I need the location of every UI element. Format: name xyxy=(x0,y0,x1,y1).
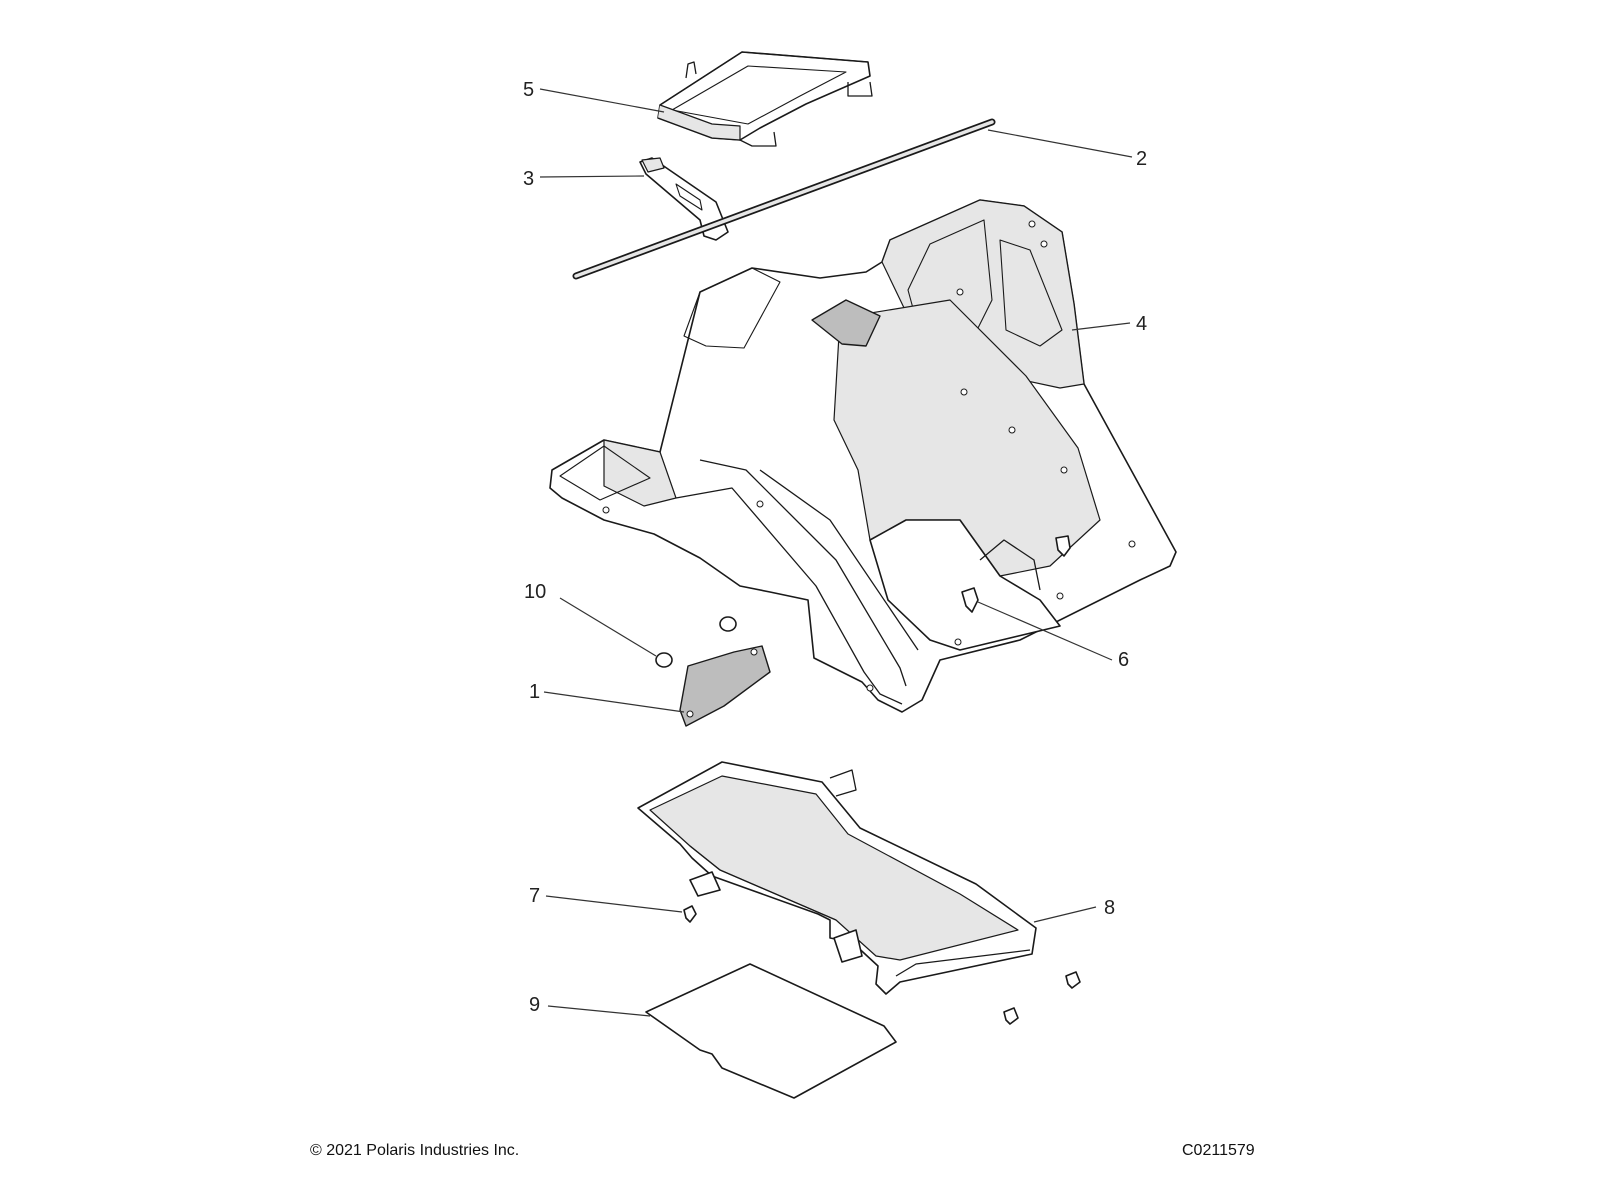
callout-label: 9 xyxy=(529,994,540,1016)
copyright-text: © 2021 Polaris Industries Inc. xyxy=(310,1142,520,1159)
floor-pad xyxy=(645,963,897,1099)
trim-strip xyxy=(572,118,996,280)
drawing-number: C0211579 xyxy=(1182,1142,1255,1159)
heat-shield-plate xyxy=(679,645,771,727)
callout-label: 7 xyxy=(529,885,540,907)
mounting-holes xyxy=(602,220,1136,692)
upper-cover-panel xyxy=(657,51,873,147)
callout-label: 3 xyxy=(523,168,534,190)
callout-label: 8 xyxy=(1104,897,1115,919)
callout-label: 2 xyxy=(1136,148,1147,170)
screw xyxy=(683,905,1081,1025)
skid-tray xyxy=(637,761,1037,995)
push-rivet xyxy=(961,535,1071,613)
callout-label: 5 xyxy=(523,79,534,101)
leader-lines xyxy=(539,88,1133,1017)
bracket xyxy=(639,157,729,241)
callout-label: 1 xyxy=(529,681,540,703)
callout-labels: 5 2 3 4 10 1 6 7 8 9 xyxy=(523,79,1147,1016)
callout-label: 6 xyxy=(1118,649,1129,671)
rear-fender-tub xyxy=(549,199,1177,713)
callout-label: 10 xyxy=(524,581,546,603)
callout-label: 4 xyxy=(1136,313,1147,335)
